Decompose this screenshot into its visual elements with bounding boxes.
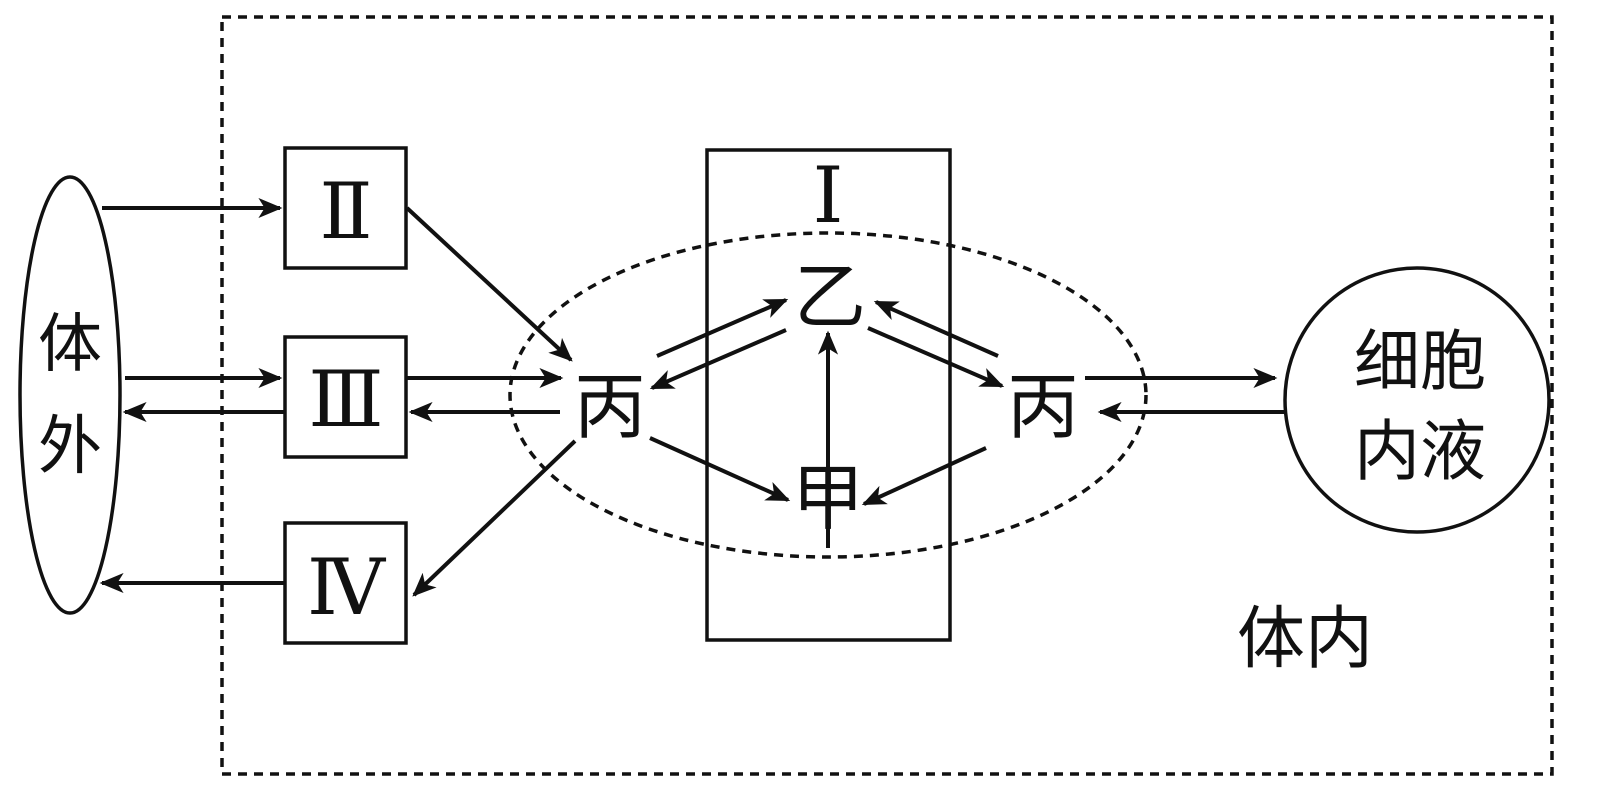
box-I-label: Ⅰ: [813, 152, 844, 239]
arrow-yi-to-bing-left: [649, 328, 787, 390]
box-III-label: Ⅲ: [308, 356, 383, 443]
arrow-bing-right-to-jia: [861, 446, 987, 506]
arrow-bing-left-to-jia: [649, 436, 791, 502]
box-III: [283, 335, 408, 459]
arrow-II-to-bing-left: [405, 206, 573, 362]
node-bing-left: 丙: [574, 365, 646, 449]
node-jia: 甲: [792, 456, 864, 540]
arrow-bing-left-to-yi: [656, 298, 789, 358]
node-bing-right: 丙: [1007, 365, 1079, 449]
cell-fluid-label-line2: 内液: [1354, 413, 1486, 490]
internal-environment-ellipse: [508, 231, 1148, 559]
box-IV-label: Ⅳ: [307, 544, 387, 631]
box-I: [705, 148, 952, 642]
body-boundary: [220, 15, 1554, 776]
inside-label: 体内: [1237, 600, 1373, 679]
arrow-yi-to-bing-right: [867, 326, 1005, 388]
box-II: [283, 146, 408, 270]
outside-label-line1: 体: [38, 308, 102, 382]
box-II-label: Ⅱ: [319, 168, 372, 255]
node-yi: 乙: [794, 255, 866, 339]
cell-fluid-label-line1: 细胞: [1354, 323, 1486, 400]
outside-ellipse: [18, 175, 122, 615]
cell-fluid-circle: [1283, 266, 1551, 534]
box-IV: [283, 521, 408, 645]
outside-label-line2: 外: [38, 410, 102, 484]
arrow-bing-left-to-IV: [412, 439, 577, 597]
arrow-bing-right-to-yi: [873, 300, 999, 358]
